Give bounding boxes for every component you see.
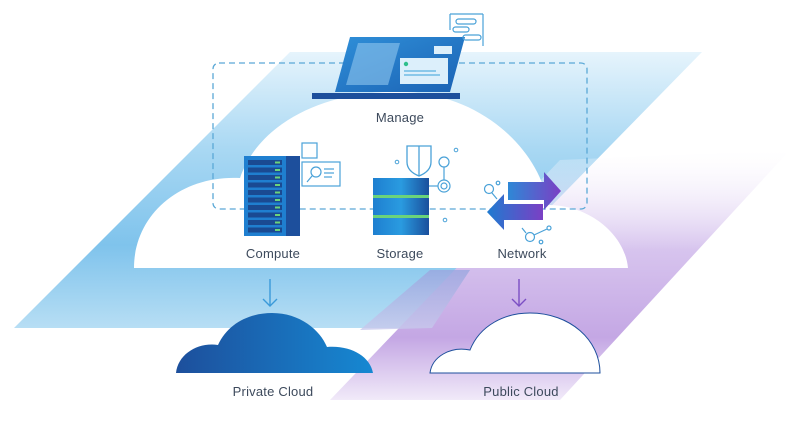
compute-label: Compute bbox=[245, 246, 301, 261]
rack-slot bbox=[248, 175, 282, 180]
public-cloud-label: Public Cloud bbox=[483, 384, 559, 399]
band-overlap bbox=[360, 270, 470, 330]
rack-slot bbox=[248, 167, 282, 173]
rack-led bbox=[275, 229, 280, 231]
private-cloud-label: Private Cloud bbox=[232, 384, 314, 399]
network-label: Network bbox=[497, 246, 547, 261]
outline-cloud-icon bbox=[429, 312, 601, 374]
manage-label: Manage bbox=[375, 110, 425, 125]
rack-led bbox=[275, 176, 280, 179]
purple-band bbox=[330, 150, 790, 400]
rack-slot bbox=[248, 227, 282, 233]
bidirectional-arrows-icon bbox=[483, 172, 561, 245]
arrow-network-to-public bbox=[511, 279, 527, 307]
rack-slot bbox=[248, 197, 282, 203]
rack-slot bbox=[248, 182, 282, 188]
filled-cloud-icon bbox=[176, 313, 373, 373]
rack-led bbox=[275, 221, 280, 224]
rack-led bbox=[275, 199, 280, 201]
laptop-dashboard-icon bbox=[312, 13, 484, 99]
rack-slot bbox=[248, 212, 282, 218]
rack-led bbox=[275, 214, 280, 216]
rack-slot bbox=[248, 160, 282, 165]
rack-led bbox=[275, 169, 280, 171]
database-stack-icon bbox=[373, 145, 459, 235]
rack-led bbox=[275, 191, 280, 194]
rack-led bbox=[275, 161, 280, 164]
rack-led bbox=[275, 206, 280, 209]
rack-led bbox=[275, 184, 280, 186]
rack-slot bbox=[248, 220, 282, 225]
arrow-compute-to-private bbox=[262, 279, 278, 307]
rack-slot bbox=[248, 190, 282, 195]
rack-slot bbox=[248, 205, 282, 210]
storage-label: Storage bbox=[376, 246, 424, 261]
server-rack-icon bbox=[244, 142, 341, 236]
